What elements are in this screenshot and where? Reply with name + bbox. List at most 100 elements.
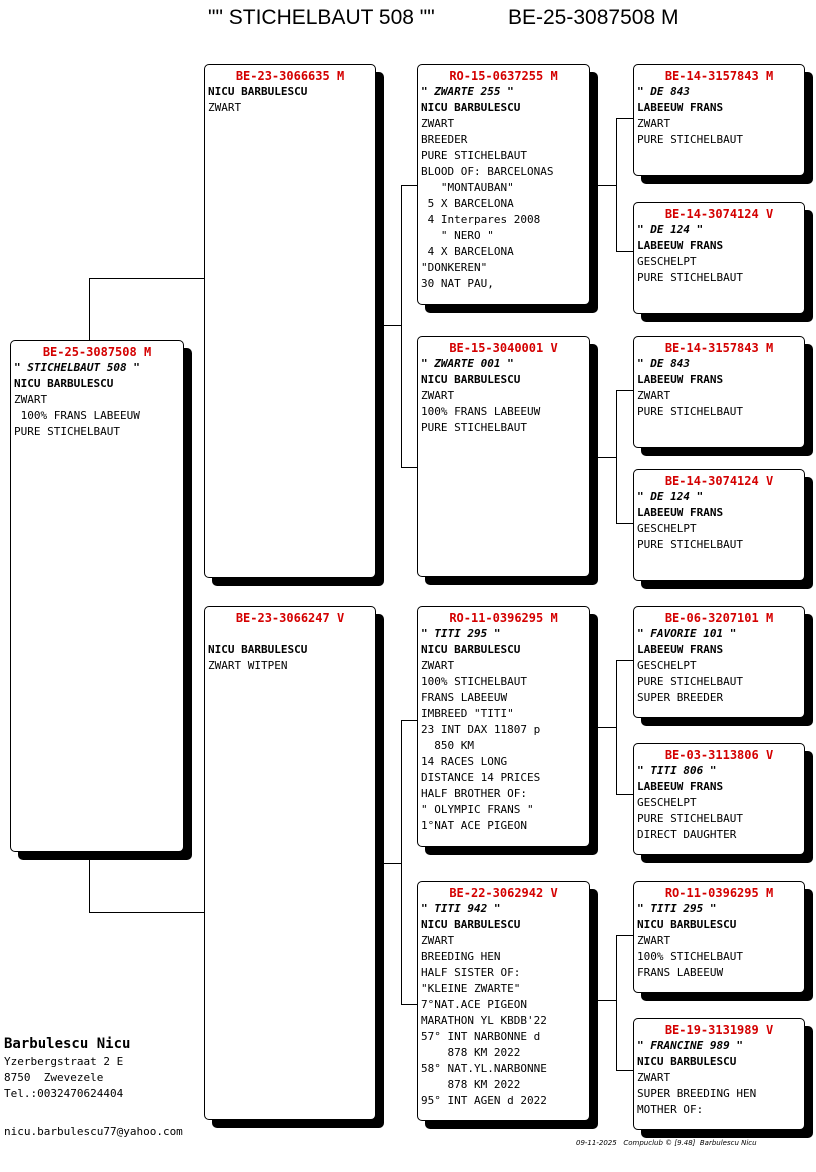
breeder-name: NICU BARBULESCU	[421, 373, 521, 386]
connector-line	[616, 660, 617, 794]
breeder-name: LABEEUW FRANS	[637, 643, 724, 656]
pigeon-name: " DE 124 "	[637, 223, 704, 236]
detail-line: 1°NAT ACE PIGEON	[421, 819, 527, 832]
dam-sire-dam-card: BE-03-3113806 V " TITI 806 " LABEEUW FRANS…	[633, 743, 805, 855]
detail-line: 878 KM 2022	[421, 1078, 521, 1091]
detail-line: PURE STICHELBAUT	[421, 149, 527, 162]
breeder-name: LABEEUW FRANS	[637, 780, 724, 793]
ring-number: RO-15-0637255 M	[449, 69, 558, 83]
connector-line	[616, 390, 633, 391]
connector-line	[616, 660, 633, 661]
detail-line: 850 KM	[421, 739, 474, 752]
detail-line: PURE STICHELBAUT	[637, 405, 743, 418]
connector-line	[401, 720, 402, 1005]
detail-line: MOTHER OF:	[637, 1103, 704, 1116]
detail-line: PURE STICHELBAUT	[421, 421, 527, 434]
detail-line: ZWART	[637, 934, 671, 947]
detail-line: BLOOD OF: BARCELONAS	[421, 165, 554, 178]
detail-line: 14 RACES LONG	[421, 755, 508, 768]
detail-line: 95° INT AGEN d 2022	[421, 1094, 547, 1107]
breeder-name: NICU BARBULESCU	[637, 1055, 737, 1068]
connector-line	[598, 727, 617, 728]
detail-line: 23 INT DAX 11807 p	[421, 723, 541, 736]
owner-name: Barbulescu Nicu	[4, 1036, 131, 1052]
detail-line: " OLYMPIC FRANS "	[421, 803, 534, 816]
detail-line: PURE STICHELBAUT	[14, 425, 120, 438]
detail-line: DISTANCE 14 PRICES	[421, 771, 541, 784]
connector-line	[89, 852, 90, 912]
detail-line: SUPER BREEDER	[637, 691, 724, 704]
detail-line: PURE STICHELBAUT	[637, 675, 743, 688]
connector-line	[401, 720, 417, 721]
connector-line	[616, 523, 633, 524]
detail-line: 100% STICHELBAUT	[637, 950, 743, 963]
detail-line: ZWART WITPEN	[208, 659, 288, 672]
ring-number: BE-19-3131989 V	[664, 1023, 774, 1037]
dam-dam-sire-card: RO-11-0396295 M" TITI 295 "NICU BARBULES…	[633, 881, 805, 993]
detail-line: FRANS LABEEUW	[637, 966, 724, 979]
sire-dam-card: BE-15-3040001 V" ZWARTE 001 "NICU BARBUL…	[417, 336, 590, 577]
detail-line: PURE STICHELBAUT	[637, 271, 743, 284]
ring-number: BE-14-3157843 M	[664, 341, 774, 355]
breeder-name: LABEEUW FRANS	[637, 101, 724, 114]
detail-line: 7°NAT.ACE PIGEON	[421, 998, 527, 1011]
detail-line: ZWART	[421, 934, 455, 947]
detail-line: ZWART	[14, 393, 48, 406]
connector-line	[384, 325, 402, 326]
detail-line: HALF SISTER OF:	[421, 966, 521, 979]
ring-number: BE-14-3074124 V	[664, 207, 774, 221]
breeder-name: NICU BARBULESCU	[421, 643, 521, 656]
detail-line: "DONKEREN"	[421, 261, 488, 274]
connector-line	[616, 935, 617, 1070]
detail-line: 30 NAT PAU,	[421, 277, 494, 290]
detail-line: ZWART	[421, 117, 455, 130]
owner-city: 8750 Zwevezele	[4, 1071, 104, 1084]
connector-line	[616, 1070, 633, 1071]
connector-line	[616, 118, 617, 251]
breeder-name: LABEEUW FRANS	[637, 239, 724, 252]
detail-line: GESCHELPT	[637, 659, 697, 672]
connector-line	[384, 863, 402, 864]
detail-line: PURE STICHELBAUT	[637, 133, 743, 146]
detail-line: ZWART	[421, 659, 455, 672]
connector-line	[598, 457, 617, 458]
connector-line	[401, 185, 402, 468]
connector-line	[401, 1004, 417, 1005]
detail-line: 100% FRANS LABEEUW	[421, 405, 541, 418]
connector-line	[598, 185, 617, 186]
breeder-name: NICU BARBULESCU	[421, 101, 521, 114]
ring-number: BE-15-3040001 V	[449, 341, 558, 355]
pigeon-name: " TITI 806 "	[637, 764, 717, 777]
pigeon-name: " STICHELBAUT 508 "	[14, 361, 140, 374]
dam-sire-sire-card: BE-06-3207101 M" FAVORIE 101 "LABEEUW FR…	[633, 606, 805, 718]
breeder-name: LABEEUW FRANS	[637, 506, 724, 519]
detail-line: 58° NAT.YL.NARBONNE	[421, 1062, 547, 1075]
connector-line	[598, 1000, 617, 1001]
connector-line	[89, 278, 204, 279]
detail-line: ZWART	[637, 389, 671, 402]
detail-line: HALF BROTHER OF:	[421, 787, 527, 800]
breeder-name: NICU BARBULESCU	[208, 643, 308, 656]
ring-number: BE-03-3113806 V	[664, 748, 774, 762]
detail-line: 878 KM 2022	[421, 1046, 521, 1059]
connector-line	[616, 390, 617, 523]
pigeon-name: " FRANCINE 989 "	[637, 1039, 743, 1052]
detail-line: 57° INT NARBONNE d	[421, 1030, 541, 1043]
pigeon-name: " TITI 942 "	[421, 902, 501, 915]
detail-line: " NERO "	[421, 229, 494, 242]
detail-line: MARATHON YL KBDB'22	[421, 1014, 547, 1027]
ring-number: BE-22-3062942 V	[449, 886, 558, 900]
detail-line: FRANS LABEEUW	[421, 691, 508, 704]
subject-pigeon-card: BE-25-3087508 M" STICHELBAUT 508 "NICU B…	[10, 340, 184, 852]
